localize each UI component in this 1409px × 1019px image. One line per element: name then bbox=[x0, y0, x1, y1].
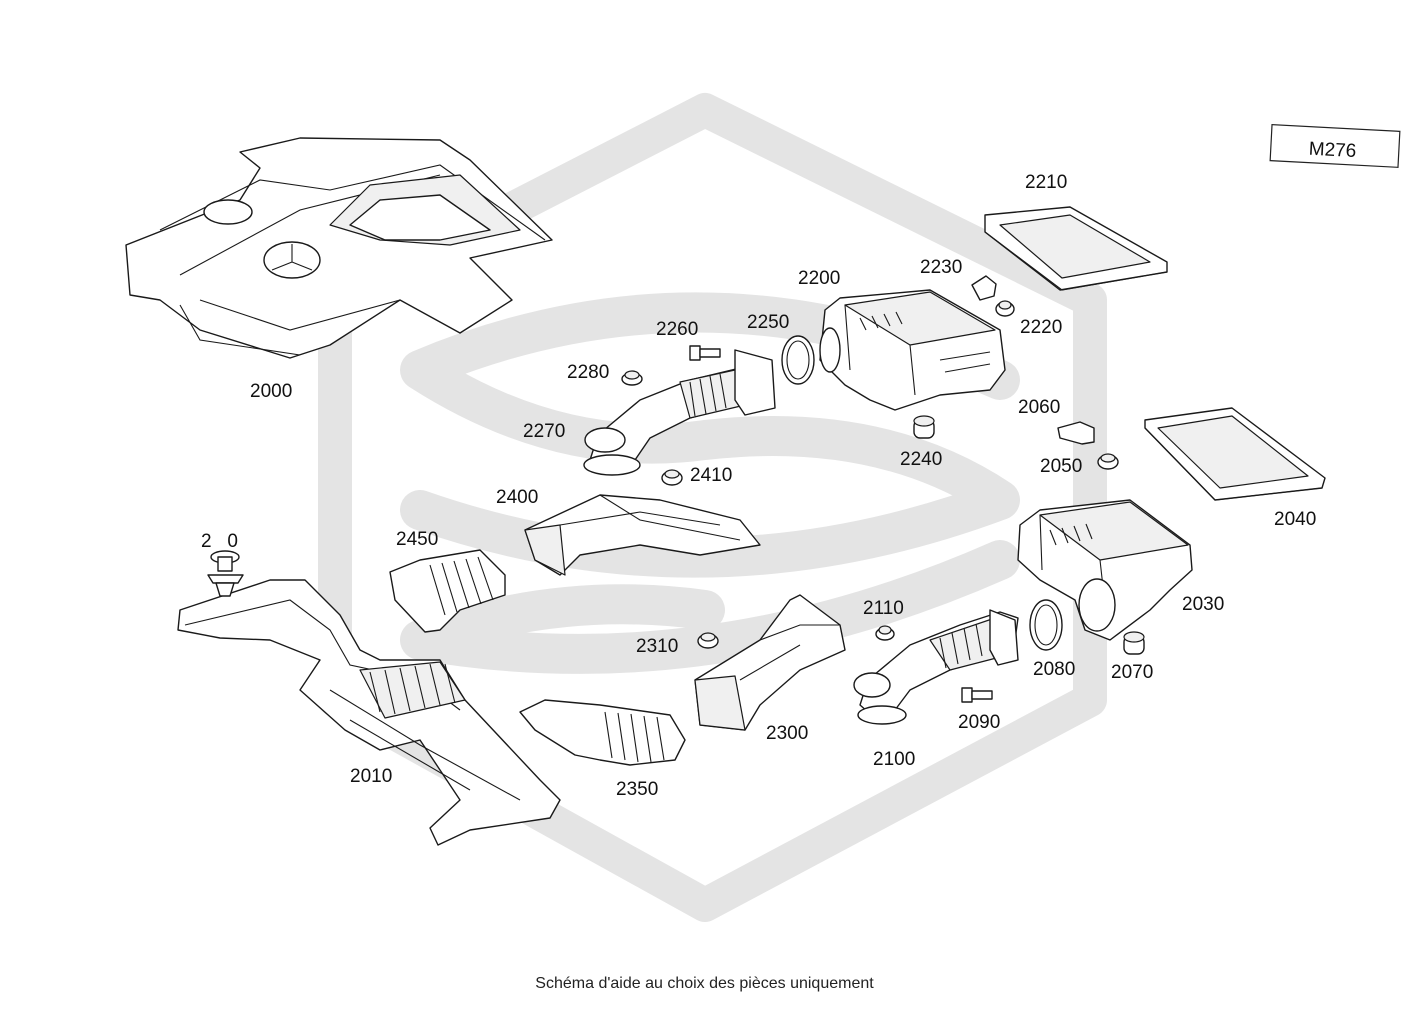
label-2210: 2210 bbox=[1025, 172, 1067, 193]
part-2110-rubber-grommet[interactable] bbox=[875, 625, 895, 641]
engine-code-label: M276 bbox=[1308, 139, 1357, 162]
label-2400: 2400 bbox=[496, 487, 538, 508]
label-2020: 2 0 bbox=[201, 531, 238, 552]
part-labels: M276 2000 2010 2 0 2030 2040 2050 2060 2… bbox=[201, 139, 1357, 800]
part-2010-lower-air-duct[interactable] bbox=[177, 579, 561, 846]
engine-code-box bbox=[1269, 124, 1401, 168]
label-2250: 2250 bbox=[747, 312, 789, 333]
label-2410: 2410 bbox=[690, 465, 732, 486]
label-2260: 2260 bbox=[656, 319, 698, 340]
part-2350-bellows-duct[interactable] bbox=[519, 699, 686, 766]
label-2070: 2070 bbox=[1111, 662, 1153, 683]
part-2080-seal-ring[interactable] bbox=[1029, 599, 1063, 651]
part-2410-rubber-grommet[interactable] bbox=[661, 469, 683, 486]
part-2200-air-filter-housing[interactable] bbox=[819, 289, 1006, 411]
label-2310: 2310 bbox=[636, 636, 678, 657]
label-2240: 2240 bbox=[900, 449, 942, 470]
part-2050-rubber-grommet[interactable] bbox=[1097, 453, 1119, 470]
label-2060: 2060 bbox=[1018, 397, 1060, 418]
label-2050: 2050 bbox=[1040, 456, 1082, 477]
label-2280: 2280 bbox=[567, 362, 609, 383]
label-2090: 2090 bbox=[958, 712, 1000, 733]
label-2300: 2300 bbox=[766, 723, 808, 744]
label-2200: 2200 bbox=[798, 268, 840, 289]
label-2350: 2350 bbox=[616, 779, 658, 800]
part-2210-air-filter-element[interactable] bbox=[984, 206, 1168, 291]
label-2110: 2110 bbox=[863, 598, 904, 619]
part-2090-bolt[interactable] bbox=[961, 687, 993, 703]
part-2310-rubber-grommet[interactable] bbox=[697, 632, 719, 649]
part-2060-sensor[interactable] bbox=[1057, 421, 1095, 445]
part-2100-intake-pipe[interactable] bbox=[853, 609, 1019, 725]
part-2000-engine-cover[interactable] bbox=[125, 137, 553, 359]
part-2450-bellows-duct[interactable] bbox=[389, 549, 506, 633]
label-2230: 2230 bbox=[920, 257, 962, 278]
part-2230-sensor[interactable] bbox=[971, 275, 997, 301]
part-2030-air-filter-housing[interactable] bbox=[1017, 499, 1193, 641]
part-2400-air-intake-scoop[interactable] bbox=[524, 494, 761, 576]
label-2080: 2080 bbox=[1033, 659, 1075, 680]
part-2260-bolt[interactable] bbox=[689, 345, 721, 361]
label-2000: 2000 bbox=[250, 381, 292, 402]
label-2010: 2010 bbox=[350, 766, 392, 787]
label-2450: 2450 bbox=[396, 529, 438, 550]
part-2250-seal-ring[interactable] bbox=[781, 335, 815, 385]
part-2300-air-intake-scoop[interactable] bbox=[694, 594, 846, 731]
part-2270-intake-pipe[interactable] bbox=[583, 349, 776, 476]
part-2020-push-rivet-clip[interactable] bbox=[207, 550, 244, 597]
part-2240-rubber-mount[interactable] bbox=[913, 415, 935, 439]
label-2030: 2030 bbox=[1182, 594, 1224, 615]
part-2040-air-filter-element[interactable] bbox=[1144, 407, 1326, 501]
part-2280-rubber-grommet[interactable] bbox=[621, 370, 643, 386]
label-2100: 2100 bbox=[873, 749, 915, 770]
part-2070-rubber-mount[interactable] bbox=[1123, 631, 1145, 655]
label-2040: 2040 bbox=[1274, 509, 1316, 530]
label-2270: 2270 bbox=[523, 421, 565, 442]
diagram-caption: Schéma d'aide au choix des pièces unique… bbox=[535, 975, 874, 992]
part-2220-rubber-grommet[interactable] bbox=[995, 300, 1015, 317]
label-2220: 2220 bbox=[1020, 317, 1062, 338]
